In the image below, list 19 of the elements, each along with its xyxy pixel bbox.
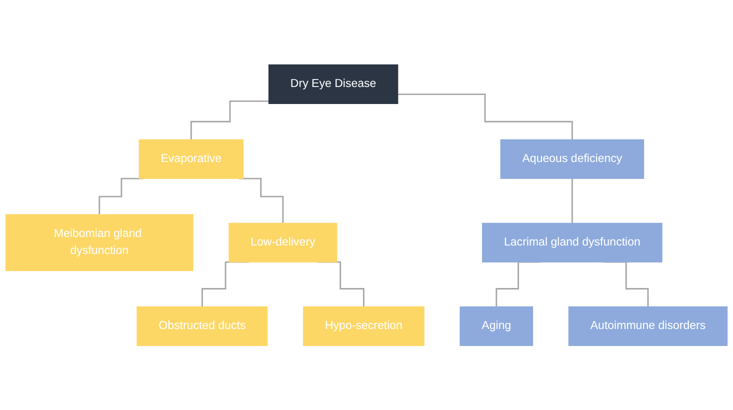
connector: [604, 261, 649, 308]
connector: [317, 261, 364, 308]
node-box: Evaporative: [138, 139, 244, 179]
node-box: Aqueous deficiency: [500, 139, 644, 179]
node-box: Meibomian gland dysfunction: [5, 214, 194, 271]
node-box: Dry Eye Disease: [268, 64, 398, 104]
connector: [201, 261, 249, 308]
node-box: Low-delivery: [228, 222, 338, 262]
node-box: Autoimmune disorders: [568, 306, 728, 346]
connector: [496, 261, 540, 308]
connector: [571, 178, 573, 224]
node-box: Lacrimal gland dysfunction: [482, 222, 662, 262]
connector: [238, 178, 284, 224]
node-box: Hypo-secretion: [303, 306, 424, 346]
connector: [98, 178, 144, 216]
node-box: Aging: [460, 306, 534, 346]
node-box: Obstructed ducts: [136, 306, 268, 346]
connector: [190, 100, 269, 140]
connector: [398, 93, 573, 140]
